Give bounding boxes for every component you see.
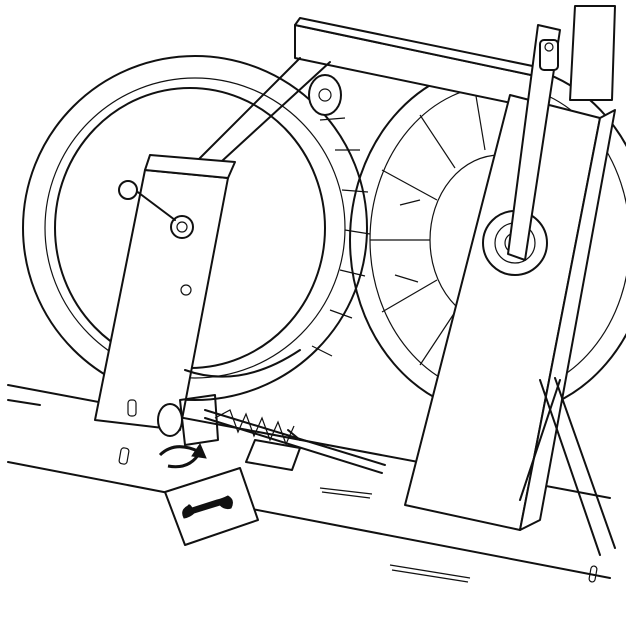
spring-adjuster (157, 349, 386, 474)
rotate-arrow-icon (158, 442, 207, 469)
tension-bracket (94, 154, 236, 431)
wrench-icon (164, 467, 259, 546)
upright-frame (404, 5, 616, 556)
